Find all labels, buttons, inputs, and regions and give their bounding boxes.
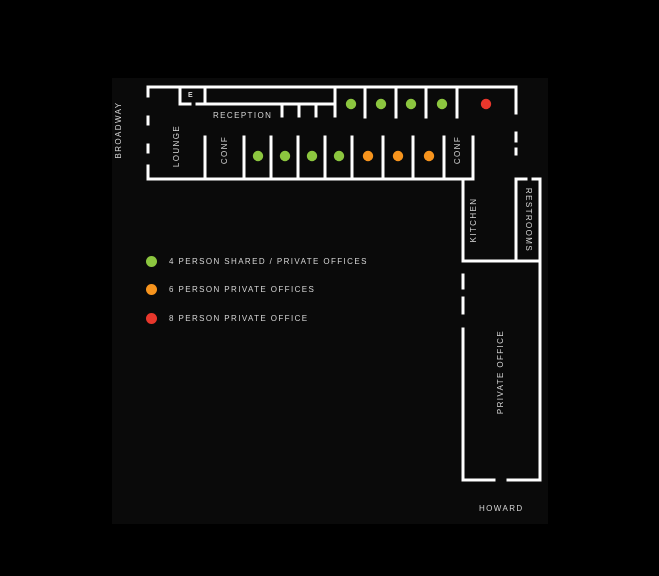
legend-dot-red-icon [146,312,157,324]
legend-label: 8 PERSON PRIVATE OFFICE [169,313,309,323]
office-marker-4-person [436,98,448,110]
office-marker-4-person [279,150,291,162]
legend-dot-green-icon [146,255,157,267]
legend-item-6-person: 6 PERSON PRIVATE OFFICES [146,283,315,295]
lounge-label: LOUNGE [172,124,181,168]
kitchen-label: KITCHEN [469,197,478,243]
legend-item-4-person: 4 PERSON SHARED / PRIVATE OFFICES [146,255,368,267]
private-office-label: PRIVATE OFFICE [496,329,505,415]
office-marker-6-person [392,150,404,162]
elevator-label: E [188,92,193,99]
restrooms-label: RESTROOMS [524,187,533,253]
legend-label: 6 PERSON PRIVATE OFFICES [169,284,316,294]
conf-left-label: CONF [220,135,229,165]
conf-right-label: CONF [453,135,462,165]
reception-label: RECEPTION [213,111,273,120]
walls [146,85,542,482]
legend-dot-orange-icon [146,283,157,295]
plan-panel [112,78,548,524]
street-label-howard: HOWARD [479,504,524,513]
office-markers [252,98,492,162]
office-marker-4-person [405,98,417,110]
office-marker-4-person [345,98,357,110]
office-marker-4-person [252,150,264,162]
legend-item-8-person: 8 PERSON PRIVATE OFFICE [146,312,308,324]
legend-label: 4 PERSON SHARED / PRIVATE OFFICES [169,256,368,266]
street-label-broadway: BROADWAY [114,101,123,159]
office-marker-4-person [306,150,318,162]
office-marker-6-person [423,150,435,162]
office-marker-4-person [375,98,387,110]
office-marker-4-person [333,150,345,162]
office-marker-8-person [480,98,492,110]
office-marker-6-person [362,150,374,162]
